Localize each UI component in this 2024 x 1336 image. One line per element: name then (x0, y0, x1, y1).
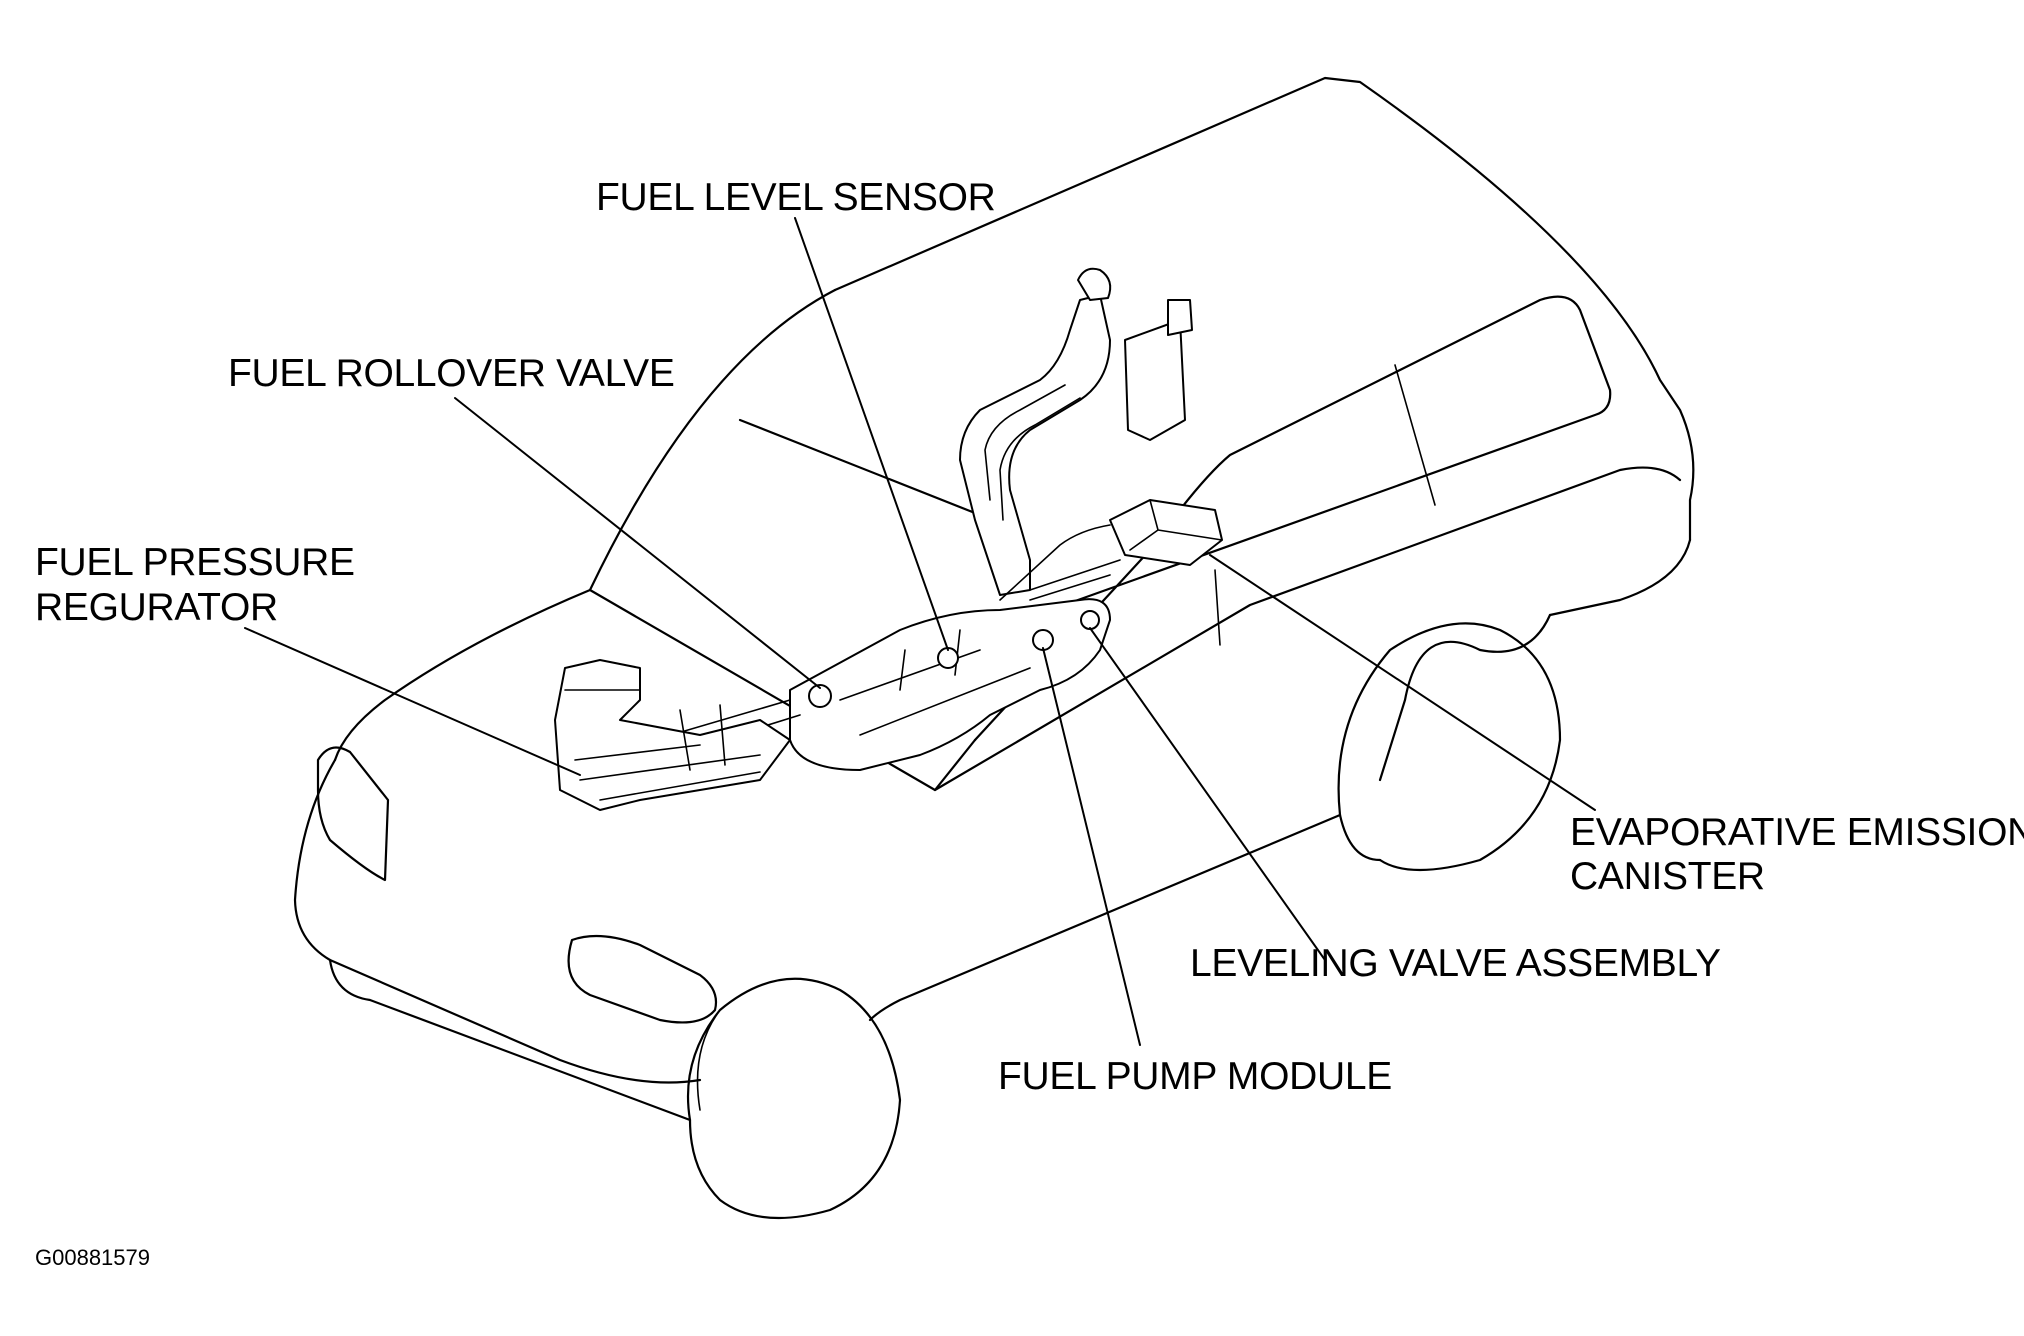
rear-door-line (1214, 569, 1221, 646)
label-fuel-level-sensor: FUEL LEVEL SENSOR (596, 176, 996, 219)
roof-outline (833, 76, 1695, 542)
windshield-inner (738, 418, 982, 517)
door-split-line (1394, 364, 1436, 506)
leader-leveling-valve-assembly (1089, 627, 1326, 961)
rear-wheel-arch (1378, 613, 1552, 782)
label-fuel-pressure-regulator-line1: FUEL PRESSURE (35, 541, 355, 584)
headlight (316, 746, 390, 882)
canister-bracket-top (1167, 299, 1193, 336)
hood-edge (333, 588, 592, 762)
side-sill (868, 813, 1342, 1022)
fuel-tank-ribs (839, 629, 1031, 736)
fuel-rollover-valve-part (808, 684, 832, 708)
rear-tire-bottom (1338, 813, 1382, 862)
fuel-system-components (554, 267, 1223, 811)
rear-wheel (1337, 622, 1562, 872)
fuel-filler-cap (1077, 267, 1112, 301)
leader-fuel-level-sensor (794, 217, 949, 651)
vehicle-body (293, 76, 1695, 1220)
leader-fuel-pump-module (1042, 647, 1141, 1046)
front-lower-body (328, 958, 692, 1122)
windshield-frame (588, 288, 977, 792)
label-fuel-pressure-regulator-line2: REGURATOR (35, 586, 278, 629)
filler-neck-lines (984, 384, 1081, 521)
label-evap-canister-line1: EVAPORATIVE EMISSION (1570, 811, 2024, 854)
leveling-valve-part (1080, 610, 1100, 630)
leader-lines (244, 217, 1596, 1046)
front-wheel (686, 977, 902, 1220)
fuel-tank (789, 598, 1111, 771)
leader-fuel-pressure-regulator (244, 627, 581, 776)
label-fuel-pump-module: FUEL PUMP MODULE (998, 1055, 1392, 1098)
leader-fuel-rollover-valve (454, 397, 821, 689)
rear-body-lower (1548, 538, 1692, 617)
label-leveling-valve-assembly: LEVELING VALVE ASSEMBLY (1190, 942, 1721, 985)
figure-code: G00881579 (35, 1245, 150, 1270)
fuel-rail-tubes (564, 689, 761, 801)
front-nose (293, 758, 702, 1084)
fuel-filler-neck (959, 294, 1111, 596)
canister-bracket (1124, 319, 1186, 441)
fog-light (567, 934, 718, 1024)
fuel-rail-assembly (554, 659, 791, 811)
label-fuel-rollover-valve: FUEL ROLLOVER VALVE (228, 352, 675, 395)
evap-canister-detail (1129, 499, 1223, 551)
front-wheel-tread (696, 1009, 721, 1111)
leader-evap-canister (1209, 554, 1596, 811)
label-evap-canister-line2: CANISTER (1570, 855, 1765, 898)
side-body-line (933, 466, 1682, 792)
